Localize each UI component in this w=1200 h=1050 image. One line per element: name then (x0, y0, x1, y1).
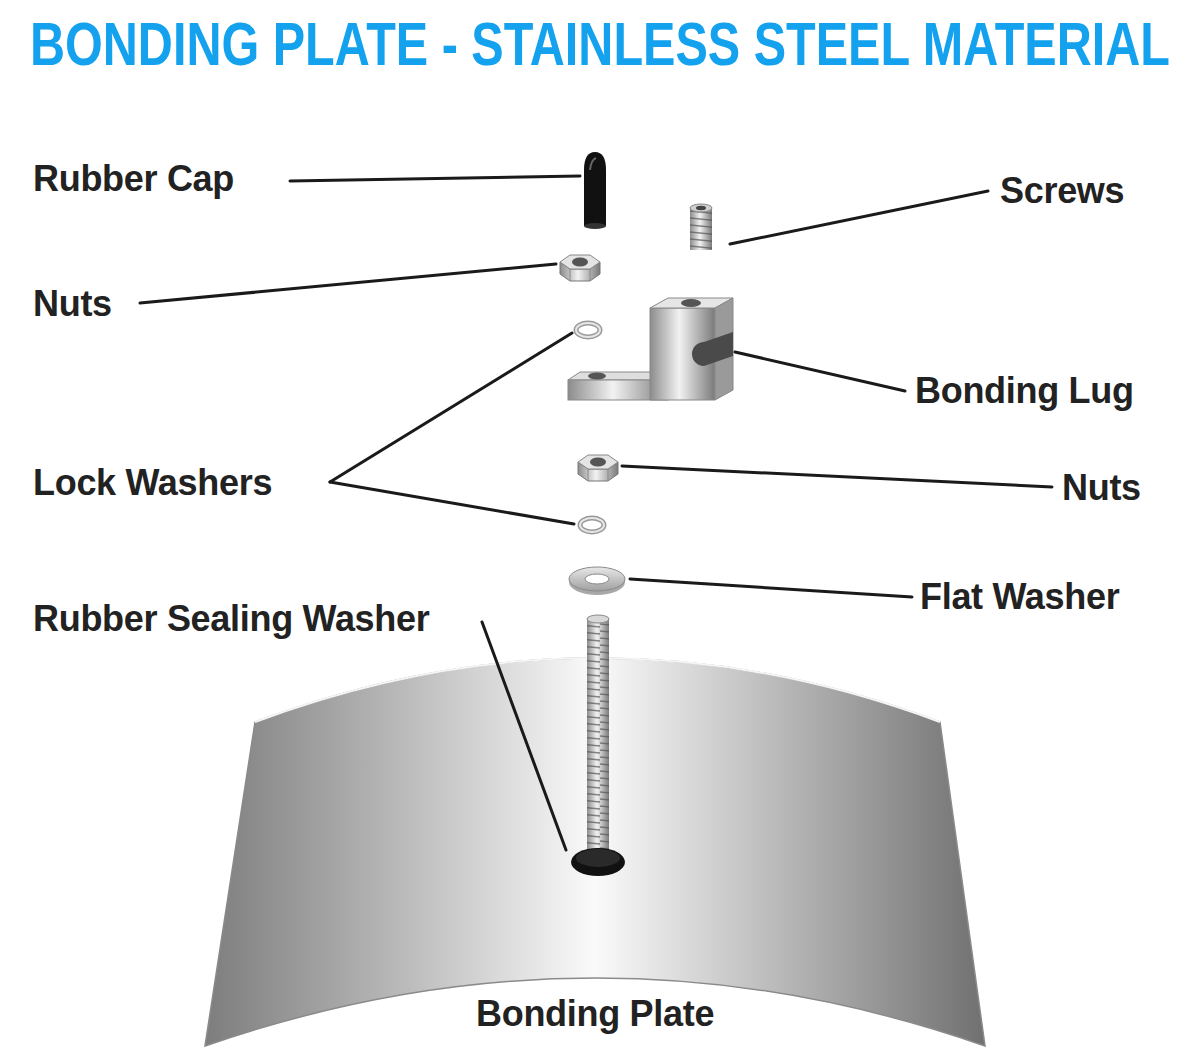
part-label: Lock Washers (33, 462, 272, 503)
part-label: Screws (1000, 170, 1124, 211)
part-label: Flat Washer (920, 576, 1119, 617)
part-label: Rubber Sealing Washer (33, 598, 429, 639)
part-label: Rubber Cap (33, 158, 234, 199)
part-label: Nuts (33, 283, 112, 324)
part-label: Bonding Plate (476, 993, 714, 1034)
part-label: Bonding Lug (915, 370, 1134, 411)
part-label: Nuts (1062, 467, 1141, 508)
title: BONDING PLATE - STAINLESS STEEL MATERIAL (30, 8, 1170, 79)
